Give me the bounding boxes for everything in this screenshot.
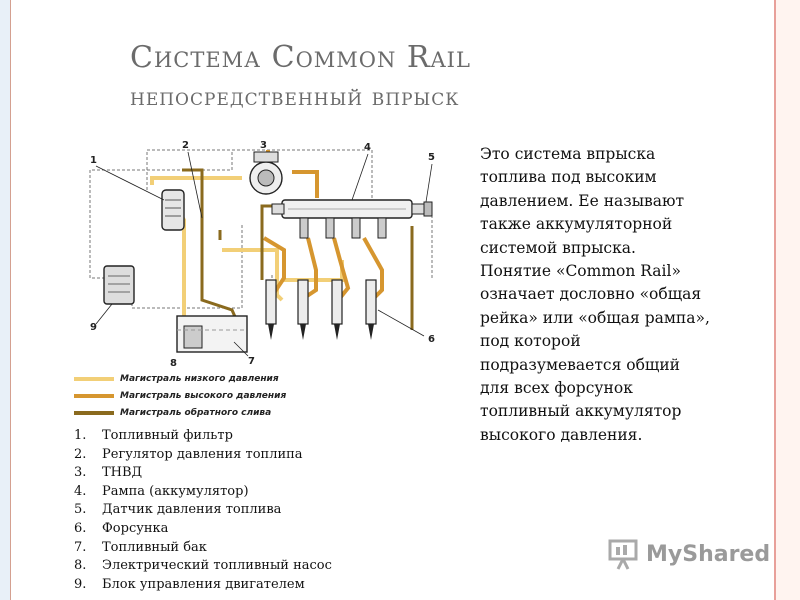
slide-title: Система Common Rail непосредственный впр… xyxy=(130,40,690,114)
high-pressure-lines xyxy=(262,150,384,300)
legend-label: Магистраль низкого давления xyxy=(120,373,279,384)
watermark-text: MyShared xyxy=(646,541,771,567)
rail-outlets xyxy=(299,217,387,239)
list-item: 7.Топливный бак xyxy=(74,539,207,555)
callout-3: 3 xyxy=(260,140,267,151)
title-line-1: Система Common Rail xyxy=(130,40,471,75)
fuel-filter xyxy=(161,189,185,231)
callout-1: 1 xyxy=(90,155,97,166)
common-rail-diagram: 1 2 3 4 5 6 7 8 9 xyxy=(89,140,435,369)
callout-labels: 1 2 3 4 5 6 7 8 9 xyxy=(90,140,435,369)
parts-list: 1.Топливный фильтр 2.Регулятор давления … xyxy=(74,427,332,594)
legend-swatch-high xyxy=(74,393,114,398)
list-item: 8.Электрический топливный насос xyxy=(74,558,332,574)
legend-swatch-low xyxy=(74,376,114,381)
description-text: Это система впрыска топлива под высоким … xyxy=(480,145,710,444)
legend-swatch-return xyxy=(74,410,114,415)
return-lines xyxy=(182,168,414,330)
engine-control-unit xyxy=(103,265,135,305)
injectors xyxy=(265,279,377,340)
callout-6: 6 xyxy=(428,334,435,345)
fuel-tank xyxy=(176,315,248,353)
list-item: 1.Топливный фильтр xyxy=(74,428,233,443)
watermark-logo[interactable]: MyShared xyxy=(606,536,770,572)
list-item: 4.Рампа (аккумулятор) xyxy=(74,483,249,499)
pressure-sensor xyxy=(423,201,433,217)
legend-item: Магистраль обратного слива xyxy=(74,404,286,421)
list-item: 9.Блок управления двигателем xyxy=(74,576,305,592)
list-item: 6.Форсунка xyxy=(74,520,169,536)
list-item: 5.Датчик давления топлива xyxy=(74,502,282,518)
callout-8: 8 xyxy=(170,358,177,369)
title-line-2: непосредственный впрыск xyxy=(130,83,460,111)
diagram-legend: Магистраль низкого давления Магистраль в… xyxy=(74,370,286,421)
list-item: 2.Регулятор давления топлипа xyxy=(74,446,303,462)
high-pressure-pump xyxy=(249,151,283,195)
right-border-stripe xyxy=(774,0,800,600)
callout-7: 7 xyxy=(248,356,255,367)
legend-label: Магистраль высокого давления xyxy=(120,390,287,401)
left-border-stripe xyxy=(0,0,11,600)
presentation-board-icon xyxy=(608,539,638,570)
callout-9: 9 xyxy=(90,322,97,333)
list-item: 3.ТНВД xyxy=(74,465,143,481)
legend-label: Магистраль обратного слива xyxy=(120,407,272,418)
callout-2: 2 xyxy=(182,140,189,151)
fuel-rail xyxy=(271,199,425,219)
legend-item: Магистраль низкого давления xyxy=(74,370,286,387)
legend-item: Магистраль высокого давления xyxy=(74,387,286,404)
callout-4: 4 xyxy=(364,142,371,153)
callout-5: 5 xyxy=(428,152,435,163)
